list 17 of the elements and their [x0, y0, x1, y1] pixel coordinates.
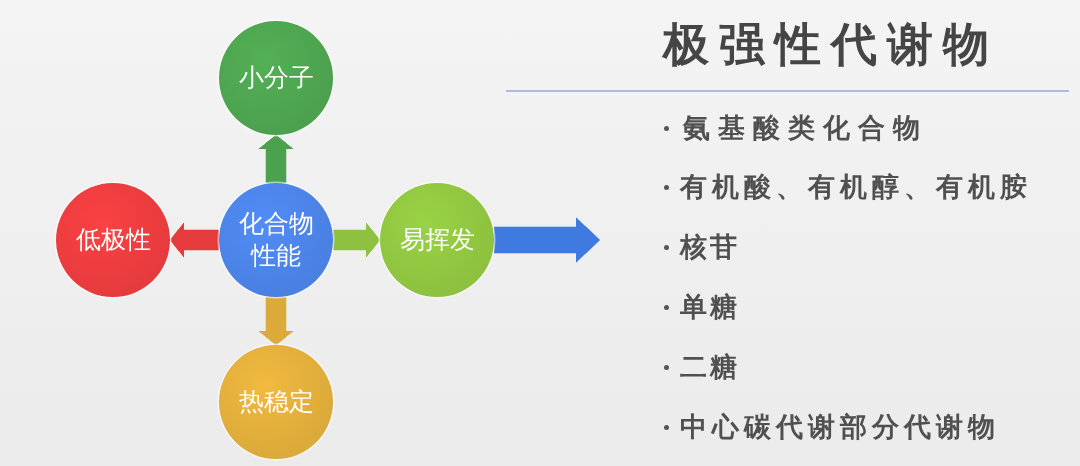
list-item-text: 单糖	[680, 290, 740, 324]
list-item-text: 有机酸、有机醇、有机胺	[680, 170, 1032, 204]
arrow	[170, 222, 219, 258]
circle-label: 热稳定	[237, 386, 315, 418]
arrow	[258, 297, 294, 345]
circle-label: 低极性	[74, 224, 152, 256]
arrow	[494, 217, 600, 263]
arrow	[258, 135, 294, 183]
list-item-text: 中心碳代谢部分代谢物	[680, 410, 1000, 444]
section-heading: 极强性代谢物	[663, 17, 999, 73]
circle-label: 易挥发	[398, 224, 476, 256]
circle-label: 化合物性能	[237, 208, 315, 272]
circle-label: 小分子	[237, 62, 315, 94]
list-item-text: 核苷	[680, 230, 740, 264]
list-item-text: 氨基酸类化合物	[683, 111, 928, 145]
list-item-text: 二糖	[680, 350, 740, 384]
arrow	[333, 222, 380, 258]
